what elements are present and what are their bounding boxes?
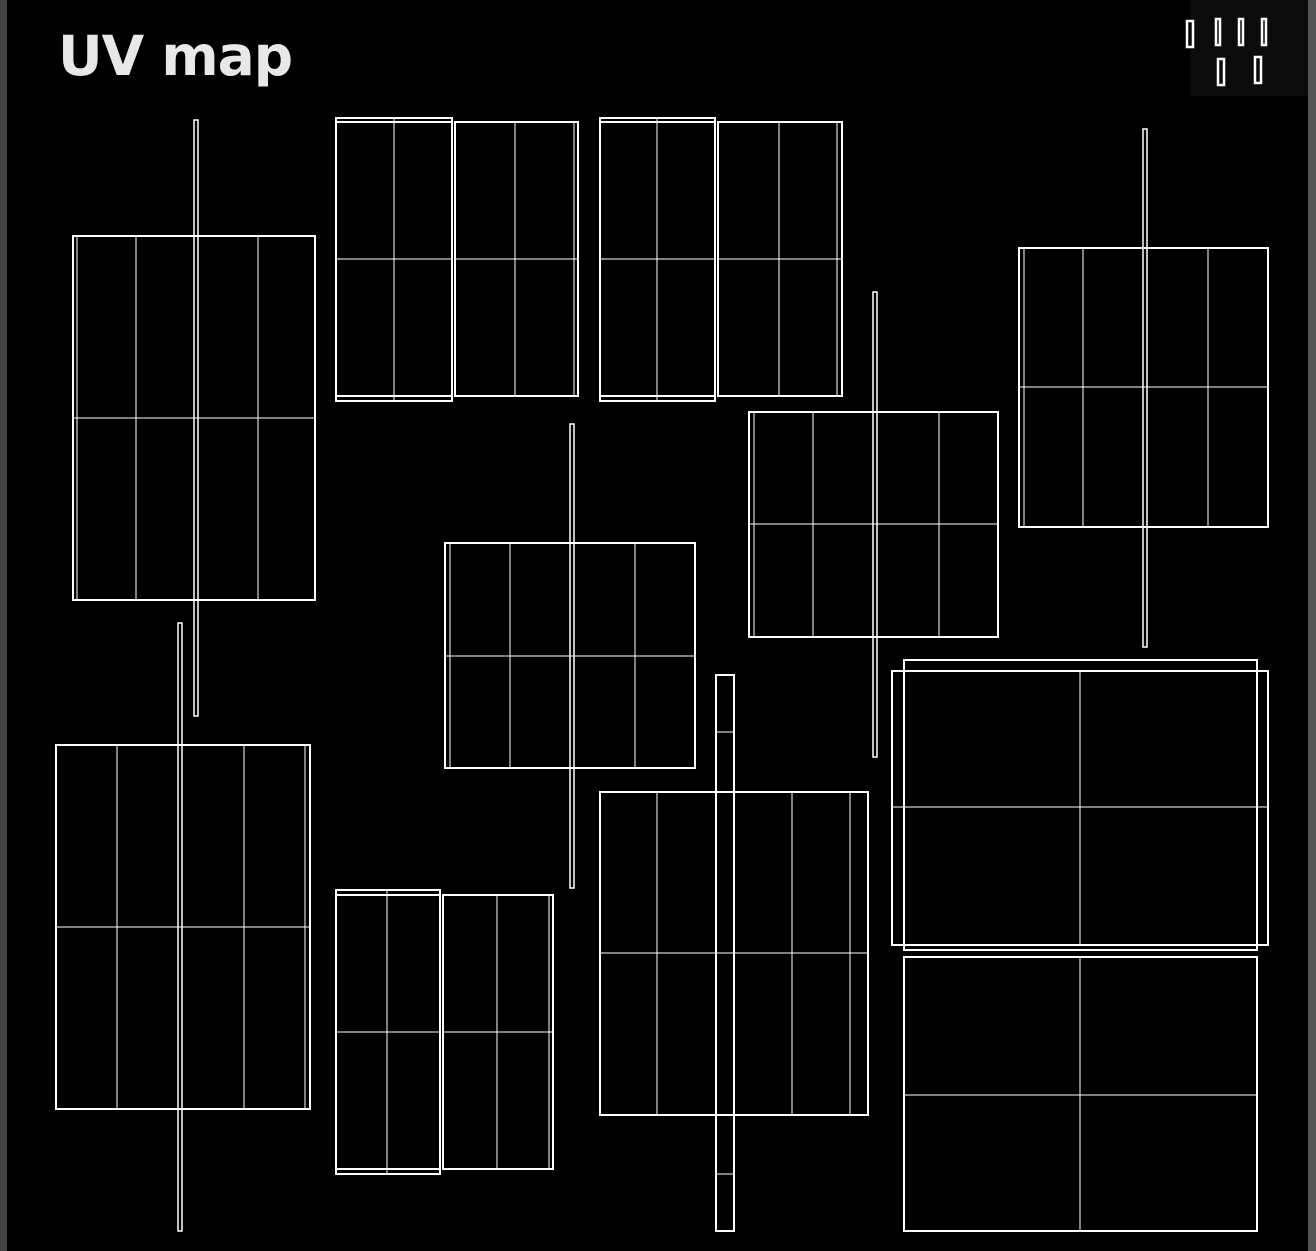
uv-strip — [715, 674, 735, 1232]
thumbnail-icon — [1253, 55, 1263, 85]
thumbnail-icon — [1216, 57, 1226, 87]
uv-strip — [872, 291, 878, 758]
uv-island — [335, 894, 441, 1170]
thumbnail-icon — [1214, 17, 1222, 47]
uv-island — [599, 121, 716, 397]
right-border — [1308, 0, 1316, 1251]
uv-island — [903, 659, 1258, 951]
uv-strip — [569, 423, 575, 889]
uv-strip — [177, 622, 183, 1232]
left-border — [0, 0, 7, 1251]
thumbnail-icon — [1260, 17, 1268, 47]
uv-strip — [193, 119, 199, 717]
thumbnail-panel — [1190, 0, 1308, 96]
page-title: UV map — [58, 24, 293, 88]
thumbnail-icon — [1185, 19, 1195, 49]
uv-strip — [1142, 128, 1148, 648]
uv-island — [335, 121, 453, 397]
thumbnail-icon — [1237, 17, 1245, 47]
